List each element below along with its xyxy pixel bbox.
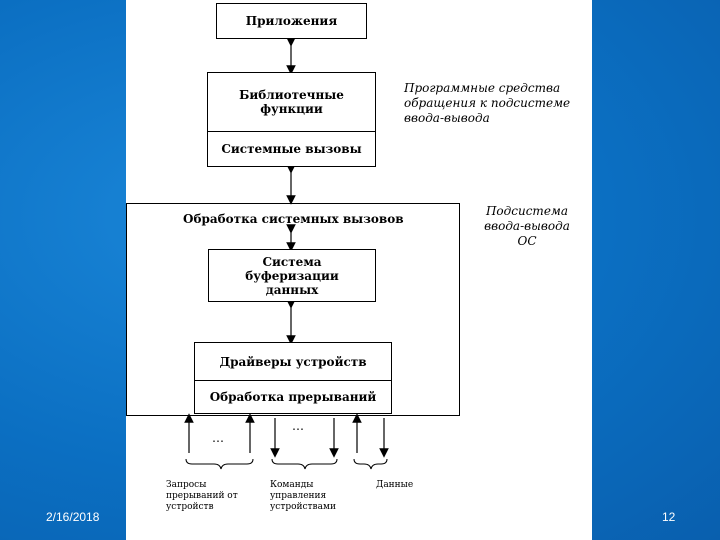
slide-page-number: 12 — [662, 510, 675, 524]
data-label: Данные — [376, 480, 413, 491]
interrupt-processing-box: Обработка прерываний — [194, 380, 392, 414]
interrupt-requests-label: Запросы прерываний от устройств — [166, 480, 246, 513]
library-functions-box: Библиотечные функции — [207, 72, 376, 132]
device-drivers-box: Драйверы устройств — [194, 342, 392, 381]
brace-interrupts — [186, 459, 253, 469]
software-means-note: Программные средства обращения к подсист… — [404, 81, 590, 126]
applications-box: Приложения — [216, 3, 367, 39]
io-subsystem-note: Подсистема ввода-вывода ОС — [475, 204, 579, 249]
syscall-processing-label: Обработка системных вызовов — [183, 212, 404, 226]
brace-commands — [272, 459, 337, 469]
slide-date: 2/16/2018 — [46, 510, 99, 524]
system-calls-box: Системные вызовы — [207, 131, 376, 167]
commands-ellipsis: … — [292, 419, 304, 433]
interrupts-ellipsis: … — [212, 431, 224, 445]
device-commands-label: Команды управления устройствами — [270, 480, 352, 513]
buffering-system-box: Система буферизации данных — [208, 249, 376, 302]
brace-data — [354, 459, 387, 469]
